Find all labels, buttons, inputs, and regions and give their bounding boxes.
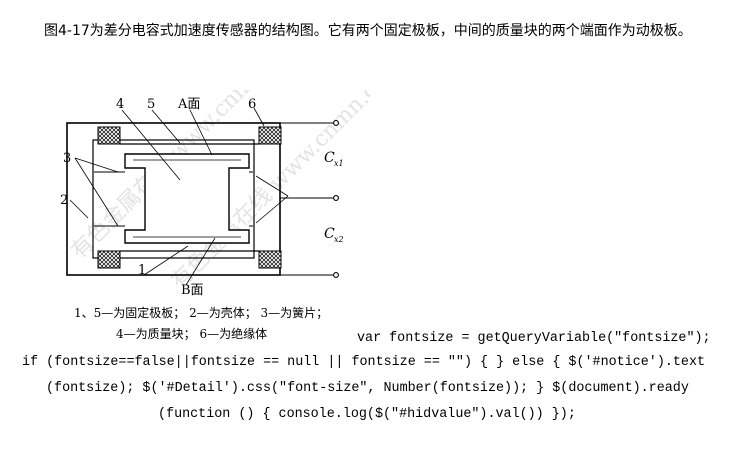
svg-text:x1: x1 [334,159,344,168]
fixed-plates [120,143,259,252]
terminal-bottom [333,272,339,278]
label-b-face: B面 [181,283,204,298]
terminal-top [333,120,339,126]
housing-inner [92,139,255,259]
insulators [97,126,282,269]
label-cx2: C x2 [324,226,344,244]
leader-lines [69,107,289,286]
label-a-face: A面 [177,97,200,112]
svg-text:x2: x2 [334,235,344,244]
insulator-top-right [258,126,282,145]
housing [66,122,281,276]
svg-text:C: C [324,150,335,166]
label-4: 4 [116,97,124,112]
code-line-2: if (fontsize==false||fontsize == null ||… [22,355,706,370]
caption-line-1: 1、5—为固定极板； 2—为壳体； 3—为簧片； [74,306,329,320]
insulator-top-left [97,126,121,145]
springs [94,171,253,227]
svg-text:C: C [324,226,335,242]
label-6: 6 [248,97,256,112]
mass-block [124,153,250,244]
diagram-svg: 有色金属在线 www.cnmn.com 有色金属在线 www.cnmn.com [60,24,407,298]
label-1: 1 [138,263,146,278]
label-cx1: C x1 [324,150,344,168]
code-line-1: var fontsize = getQueryVariable("fontsiz… [357,331,711,346]
code-line-3: (fontsize); $('#Detail').css("font-size"… [46,381,689,396]
insulator-bottom-left [97,250,121,269]
intro-paragraph: 图4-17为差分电容式加速度传感器的结构图。它有两个固定极板，中间的质量块的两个… [44,23,692,39]
label-5: 5 [147,97,155,112]
figure-caption: 1、5—为固定极板； 2—为壳体； 3—为簧片； 4—为质量块； 6—为绝缘体 [40,303,370,345]
label-2: 2 [60,193,68,208]
label-3: 3 [63,151,71,166]
housing-outer [66,122,281,276]
terminal-middle [333,195,339,201]
terminals [230,120,339,278]
caption-line-2: 4—为质量块； 6—为绝缘体 [116,327,268,341]
accelerometer-structure-diagram: 有色金属在线 www.cnmn.com 有色金属在线 www.cnmn.com [30,24,407,309]
code-line-4: (function () { console.log($("#hidvalue"… [158,407,576,422]
insulator-bottom-right [258,250,282,269]
